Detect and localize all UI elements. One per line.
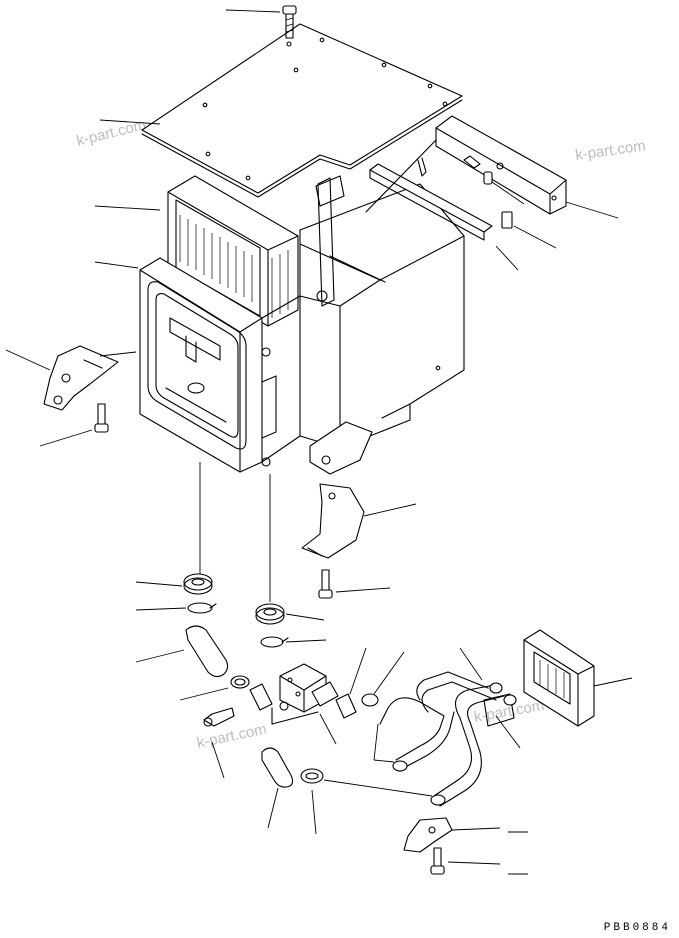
nut-top-right [501, 211, 557, 249]
figure-code: PBB0884 [603, 922, 671, 934]
bolt-bottom [430, 847, 528, 875]
watermark: k-part.com [574, 137, 647, 164]
grommet-right [255, 603, 325, 625]
watermark: k-part.com [75, 116, 148, 150]
clamp-left [135, 602, 217, 614]
valve-assembly [271, 663, 339, 745]
heater-core [523, 629, 633, 727]
bracket-left [5, 345, 137, 411]
clamp-valve [179, 675, 250, 701]
bolt-right [318, 569, 391, 599]
clamp-right [260, 636, 327, 648]
clamp-mid [361, 651, 405, 707]
fitting [203, 707, 235, 779]
bracket-top-right [365, 115, 619, 219]
top-bolt [225, 5, 297, 47]
main-housing [94, 175, 465, 475]
hose-left [135, 625, 229, 678]
grommet-left [135, 573, 213, 595]
hose-lower [261, 747, 294, 829]
rod [369, 163, 519, 271]
bolt-top-right [463, 155, 525, 205]
pipe-stub [249, 683, 273, 711]
heater-pipes [373, 647, 521, 807]
cover-plate [99, 23, 463, 198]
hose-mid [335, 647, 367, 719]
bracket-right [301, 483, 417, 559]
bolt-left [39, 403, 109, 447]
bracket-bottom [403, 817, 528, 853]
clamp-lower [300, 768, 433, 835]
